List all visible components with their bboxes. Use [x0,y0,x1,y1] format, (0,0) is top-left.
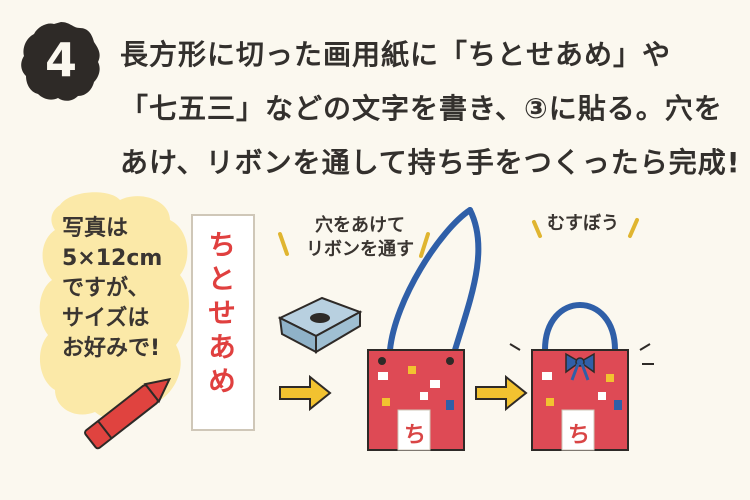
instruction-line-3: あけ、リボンを通して持ち手をつくったら完成! [120,146,741,179]
punch-caption: 穴をあけて リボンを通す [306,215,414,260]
red-crayon-icon [84,377,172,450]
hole-punch-icon [277,296,363,354]
instruction-line-1: 長方形に切った画用紙に「ちとせあめ」や [120,38,672,71]
step-number: 4 [45,33,77,87]
bag-label: ち [568,423,591,448]
name-strip [191,214,255,431]
bag-label: ち [404,423,427,448]
arrow-right-icon [279,374,332,412]
note-cloud [39,192,189,420]
bag-with-ribbon [367,207,482,451]
arrow-right-icon [475,374,528,412]
instruction-line-2: 「七五三」などの文字を書き、③に貼る。穴を [120,92,723,125]
step-number-badge: 4 [21,22,100,101]
finished-bag [509,302,654,451]
size-note: 写真は 5×12cm ですが、 サイズは お好みで! [62,216,163,361]
instruction-text: 長方形に切った画用紙に「ちとせあめ」や 「七五三」などの文字を書き、③に貼る。穴… [120,28,741,190]
tie-caption: むすぼう [547,213,619,234]
strip-text: ちとせあめ [204,230,237,400]
